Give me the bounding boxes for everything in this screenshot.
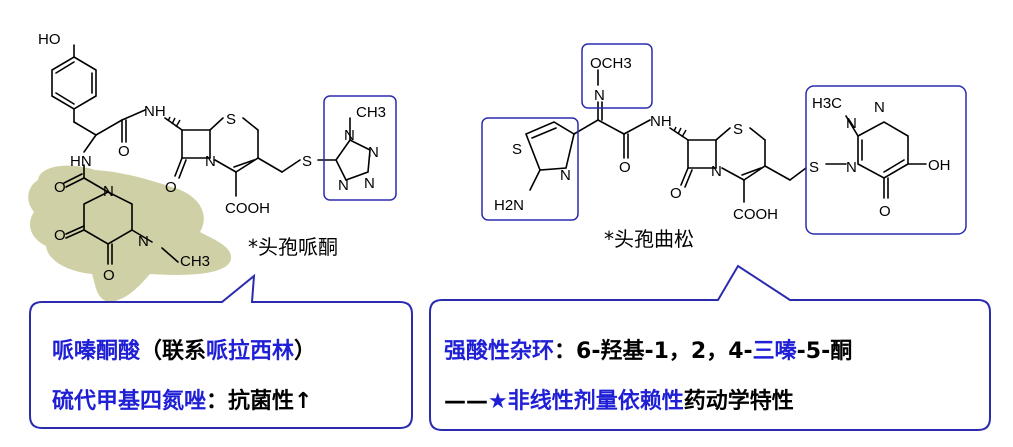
cooh-label-right: COOH	[733, 206, 778, 223]
oh-label: OH	[928, 157, 951, 174]
triazine-o-label: O	[879, 203, 891, 220]
ring-n-label: N	[205, 153, 216, 170]
right-l2-seg0: ——	[444, 389, 488, 414]
och3-label: OCH3	[590, 55, 632, 72]
amide-o-label-right: O	[619, 159, 631, 176]
right-callout: 强酸性杂环：6-羟基-1，2，4-三嗪-5-酮 ——★非线性剂量依赖性药动学特性	[429, 264, 991, 431]
triazine-n1-label: N	[874, 99, 885, 116]
oxime-n-label: N	[594, 87, 605, 104]
thiazole-s-label: S	[512, 141, 522, 158]
cefoperazone-name: *头孢哌酮	[248, 235, 338, 259]
thiazole-n-label: N	[560, 167, 571, 184]
right-l2-seg1: ★非线性剂量依赖性	[488, 388, 684, 414]
amide-o-label: O	[118, 143, 130, 160]
pip-o1-label: O	[54, 227, 66, 244]
pip-o2-label: O	[103, 267, 115, 284]
left-l1-seg0: 哌嗪酮酸	[52, 338, 141, 364]
right-l1-seg2: 三嗪	[753, 339, 797, 364]
cooh-label: COOH	[225, 200, 270, 217]
hn-label: HN	[70, 153, 92, 170]
ceftriaxone-structure: OCH3 N NH O S N H2N S N O COOH S H3C N N…	[481, 43, 967, 251]
lactam-o-label: O	[165, 179, 177, 196]
right-l1-seg0: 强酸性杂环	[444, 339, 554, 364]
h2n-label: H2N	[494, 197, 524, 214]
pip-n2-label: N	[138, 233, 149, 250]
ho-label: HO	[38, 31, 61, 48]
ethyl-ch3-label: CH3	[180, 253, 210, 270]
left-callout: 哌嗪酮酸（联系哌拉西林） 硫代甲基四氮唑：抗菌性↑	[29, 273, 413, 429]
pip-n1-label: N	[103, 183, 114, 200]
left-callout-line2: 硫代甲基四氮唑：抗菌性↑	[52, 388, 312, 414]
ch3-label: CH3	[356, 104, 386, 121]
ceftriaxone-name: *头孢曲松	[604, 227, 694, 251]
ring-n-label-right: N	[711, 163, 722, 180]
h3c-label: H3C	[812, 95, 842, 112]
piperazinedione-highlight	[28, 165, 232, 302]
right-callout-line2: ——★非线性剂量依赖性药动学特性	[444, 388, 794, 414]
tetrazole-n2-label: N	[368, 144, 379, 161]
ring-s-label: S	[226, 111, 236, 128]
tetrazole-n4-label: N	[338, 177, 349, 194]
left-l1-seg3: ）	[294, 339, 316, 364]
right-callout-line1: 强酸性杂环：6-羟基-1，2，4-三嗪-5-酮	[444, 338, 852, 364]
aminothiazole-box	[481, 117, 579, 221]
methoxyimino-box	[581, 43, 653, 109]
right-l1-seg3: -5-酮	[797, 339, 853, 364]
nh-label-right: NH	[650, 113, 672, 130]
nh-label: NH	[144, 103, 166, 120]
right-l1-seg1: ：6-羟基-1，2，4-	[554, 338, 753, 364]
left-callout-bubble	[29, 273, 413, 429]
left-l1-seg2: 哌拉西林	[206, 338, 294, 364]
left-callout-line1: 哌嗪酮酸（联系哌拉西林）	[52, 338, 316, 364]
lactam-o-label-right: O	[670, 185, 682, 202]
right-callout-bubble	[429, 264, 991, 431]
triazine-n3-label: N	[846, 159, 857, 176]
ring-s-label-right: S	[733, 121, 743, 138]
urea-o-label: O	[54, 179, 66, 196]
triazine-box	[805, 85, 967, 235]
triazine-n2-label: N	[846, 115, 857, 132]
link-s-label: S	[302, 153, 312, 170]
right-l2-seg2: 药动学特性	[684, 388, 794, 414]
tetrazole-n3-label: N	[364, 175, 375, 192]
cefoperazone-structure: HO NH HN O S N O COOH S CH3 N N N N O N …	[28, 31, 397, 302]
tetrazole-box	[323, 95, 397, 201]
left-l2-seg0: 硫代甲基四氮唑	[52, 388, 206, 414]
left-l1-seg1: （联系	[140, 339, 206, 364]
link-s-label-right: S	[809, 159, 819, 176]
left-l2-seg1: ：抗菌性↑	[206, 388, 312, 414]
tetrazole-n1-label: N	[344, 127, 355, 144]
